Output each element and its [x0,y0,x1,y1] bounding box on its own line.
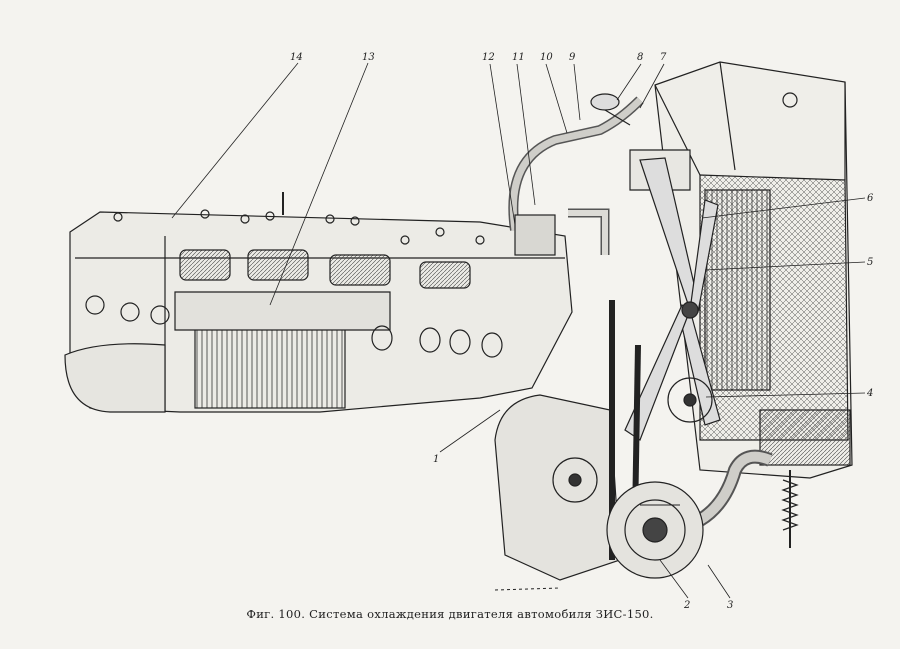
callout-6: 6 [867,193,874,204]
engine-block [64,192,573,413]
timing-gear-cover [494,394,621,581]
callout-13: 13 [362,52,375,63]
callout-8: 8 [637,52,643,63]
callout-11: 11 [512,52,525,63]
fan-belt-and-pulley [606,300,704,579]
callout-7: 7 [660,52,667,63]
callout-5: 5 [867,257,873,268]
radiator [590,61,853,548]
leader-lines [171,62,866,599]
callout-14: 14 [290,52,303,63]
figure-caption: Фиг. 100. Система охлаждения двигателя а… [246,607,654,621]
callout-1: 1 [433,454,439,465]
callout-numbers: 14 13 12 11 10 9 8 7 6 5 4 1 2 3 [290,52,874,611]
callout-9: 9 [569,52,576,63]
callout-4: 4 [866,388,873,399]
upper-hose [508,96,644,256]
callout-3: 3 [727,600,733,611]
callout-10: 10 [540,52,553,63]
fan-and-shroud [624,149,721,441]
callout-12: 12 [482,52,495,63]
callout-2: 2 [683,600,690,611]
